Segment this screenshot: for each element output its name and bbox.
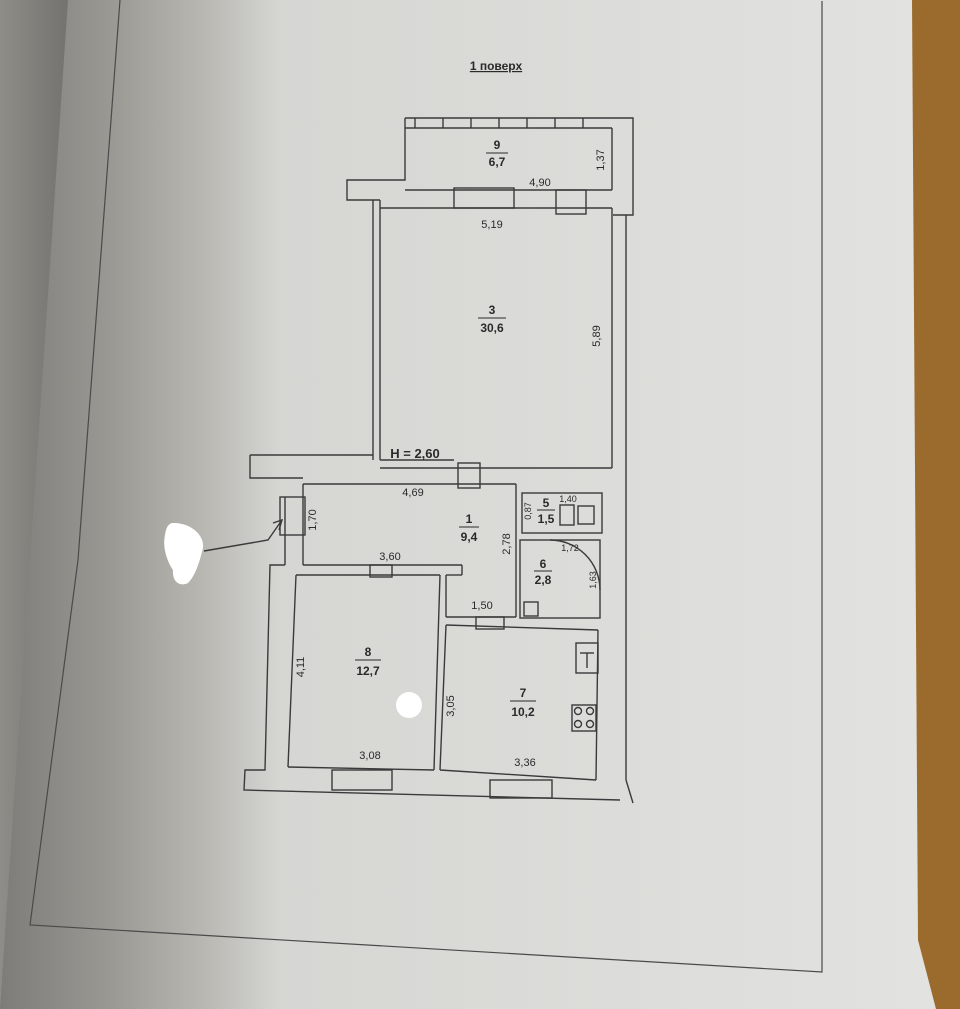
room-5-label: 5 1,5 — [537, 496, 555, 526]
room-8-label: 8 12,7 — [355, 645, 381, 678]
room-area: 12,7 — [356, 664, 380, 678]
dimension-label: 1,63 — [588, 571, 598, 589]
room-number: 8 — [365, 645, 372, 659]
page-border — [29, 0, 823, 973]
dimension-label: 1,40 — [559, 494, 577, 504]
walls — [203, 117, 634, 804]
room-number: 1 — [466, 512, 473, 526]
room-area: 1,5 — [538, 512, 555, 526]
dimension-label: 5,19 — [481, 219, 502, 231]
dimension-label: 1,50 — [471, 600, 492, 612]
room-number: 6 — [540, 557, 547, 571]
room-number: 7 — [520, 686, 527, 700]
room-area: 2,8 — [535, 573, 552, 587]
dimension-label: 3,08 — [359, 750, 380, 762]
room-7-label: 7 10,2 — [510, 686, 536, 719]
dimension-label: 3,05 — [445, 695, 457, 716]
dimension-label: 1,37 — [595, 149, 607, 170]
paper-sheet — [0, 0, 936, 1009]
room-3-label: 3 30,6 — [478, 303, 506, 335]
dimension-label: 0,87 — [523, 502, 533, 520]
floor-title: 1 поверх — [470, 59, 523, 73]
dimension-label: 4,11 — [295, 657, 307, 678]
redaction-mark — [164, 522, 204, 585]
ceiling-height-label: H = 2,60 — [390, 446, 440, 461]
room-1-label: 1 9,4 — [459, 512, 479, 544]
room-labels: 9 6,7 3 30,6 1 9,4 5 1,5 6 2,8 8 12,7 — [355, 138, 555, 719]
room-area: 9,4 — [461, 530, 478, 544]
dimension-label: 5,89 — [591, 325, 603, 346]
room-9-label: 9 6,7 — [486, 138, 508, 169]
dimension-label: 1,72 — [561, 543, 579, 553]
dimension-label: 1,70 — [307, 509, 319, 530]
room-area: 6,7 — [489, 155, 506, 169]
dimension-label: 3,60 — [379, 551, 400, 563]
room-number: 5 — [543, 496, 550, 510]
room-number: 9 — [494, 138, 501, 152]
room-6-label: 6 2,8 — [534, 557, 552, 587]
dimension-label: 4,90 — [529, 177, 550, 189]
dimension-label: 3,36 — [514, 757, 535, 769]
dimension-labels: 1,37 4,90 5,19 5,89 4,69 1,70 2,78 0,87 … — [295, 149, 607, 769]
room-number: 3 — [489, 303, 496, 317]
redaction-dot — [396, 692, 422, 718]
room-area: 10,2 — [511, 705, 535, 719]
room-area: 30,6 — [480, 321, 504, 335]
dimension-label: 2,78 — [501, 533, 513, 554]
dimension-label: 4,69 — [402, 487, 423, 499]
